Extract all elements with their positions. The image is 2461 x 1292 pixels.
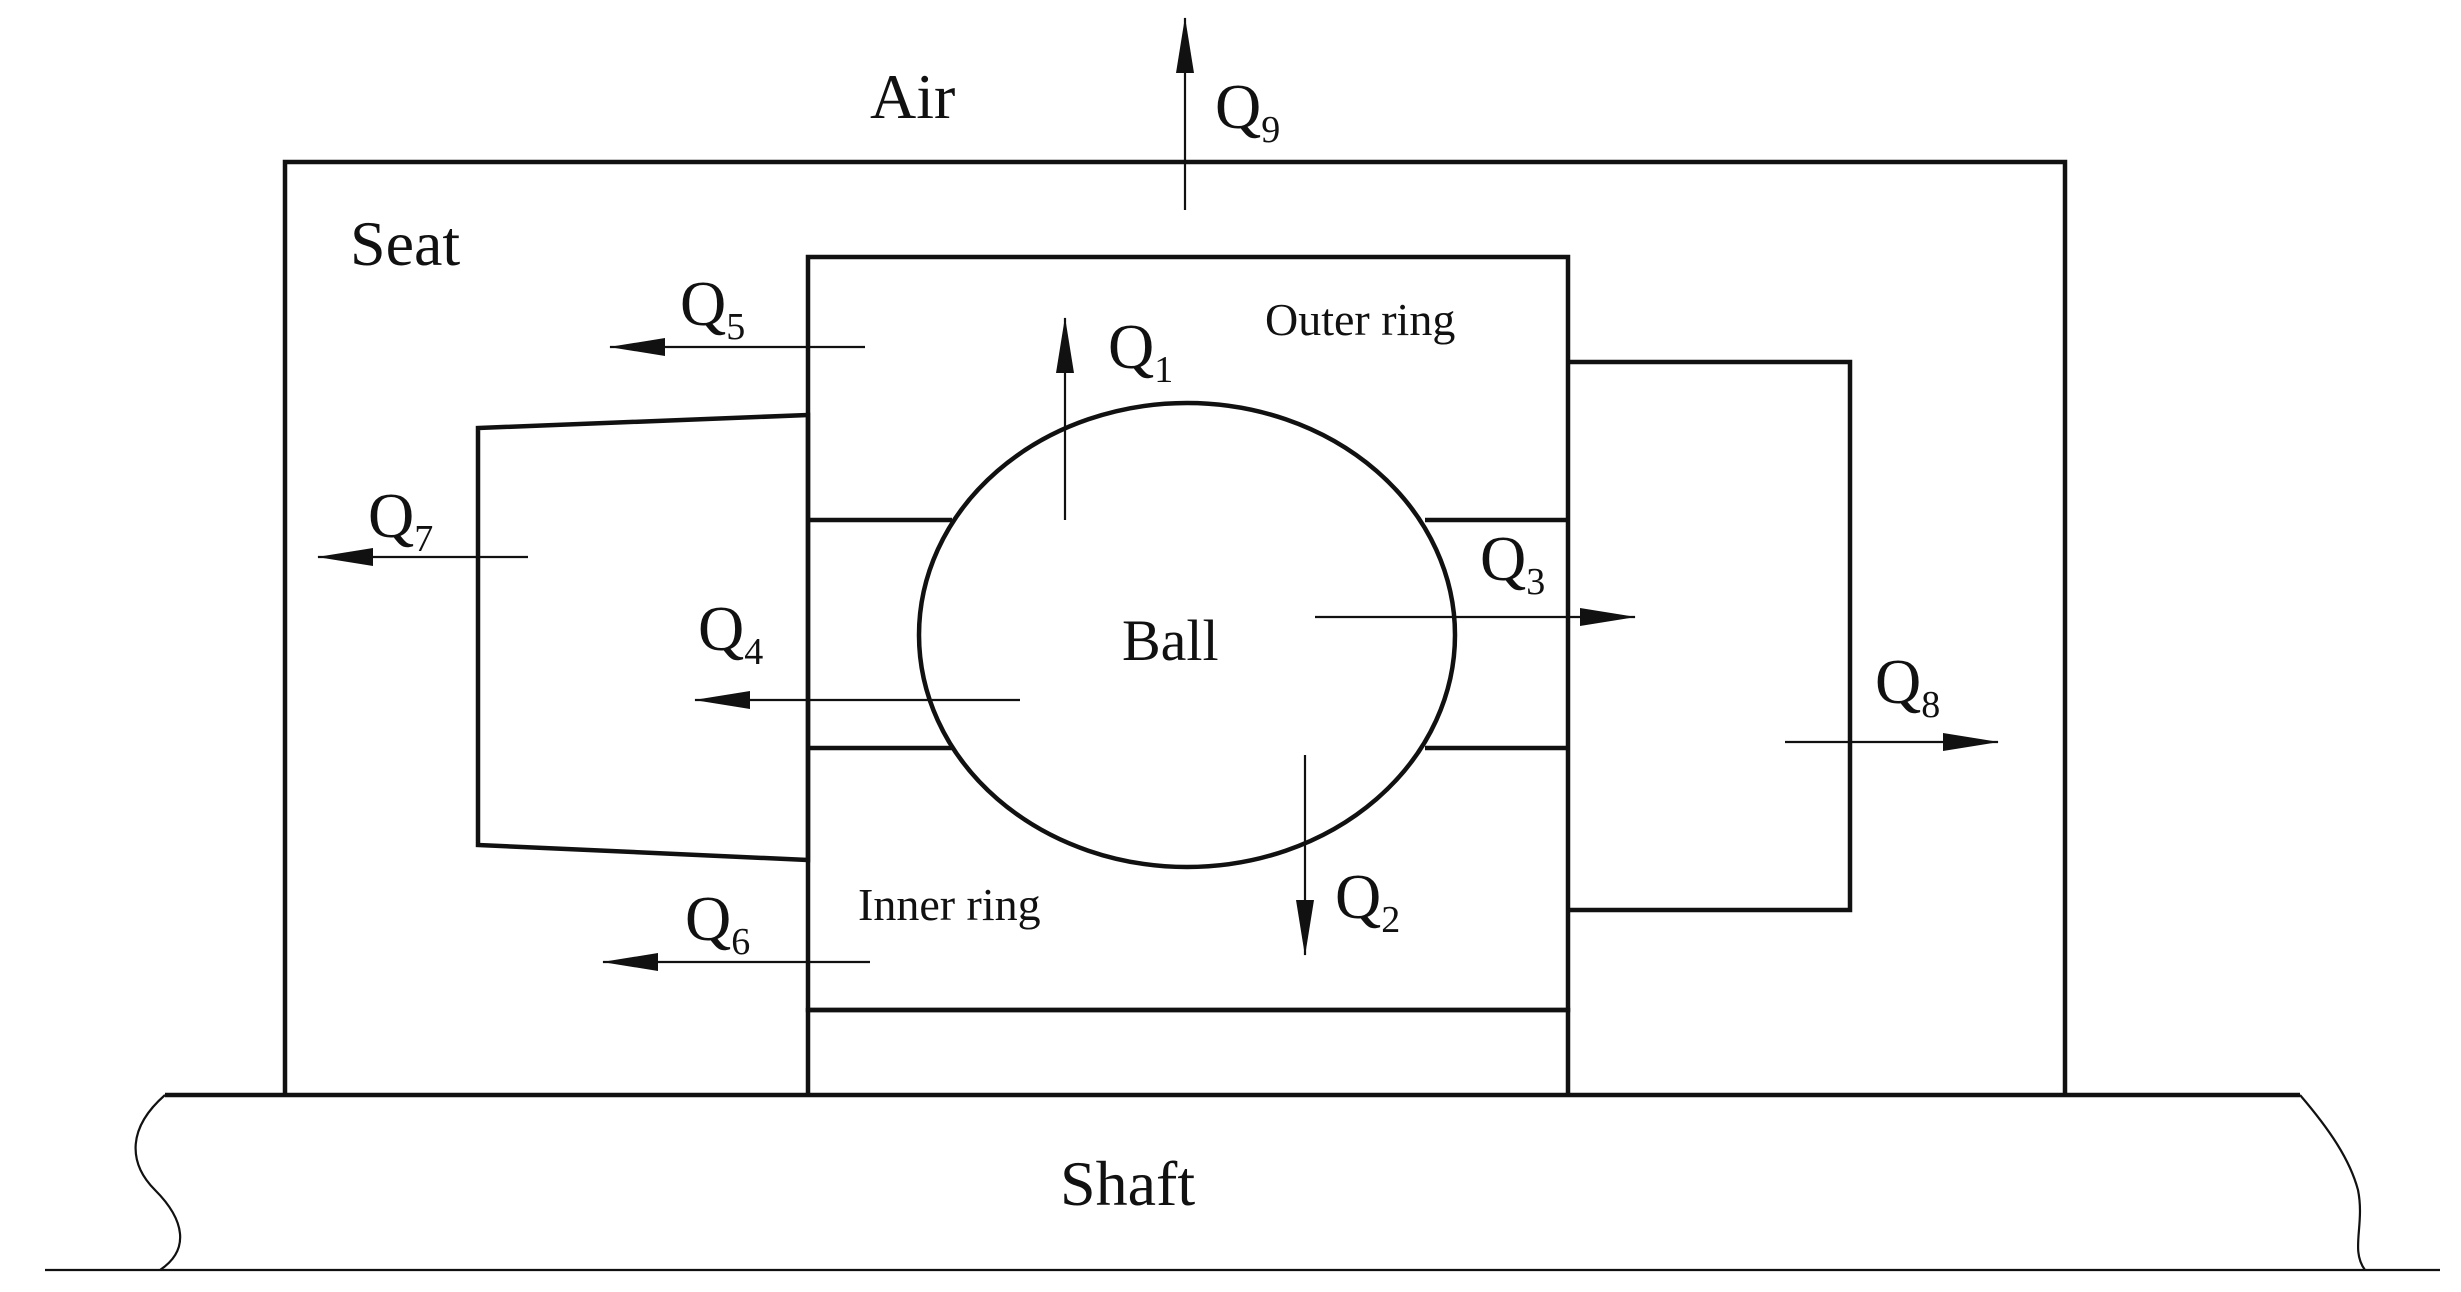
shaft-label: Shaft	[1060, 1148, 1195, 1219]
shaft-left-break	[134, 1094, 182, 1271]
q5-label: Q5	[680, 268, 745, 348]
q2-label: Q2	[1335, 861, 1400, 941]
shaft: Shaft	[45, 1092, 2440, 1272]
air-label: Air	[870, 61, 955, 132]
q9-label: Q9	[1215, 71, 1280, 151]
outer-ring-label: Outer ring	[1265, 294, 1455, 345]
q1-label: Q1	[1108, 311, 1173, 391]
q4-label: Q4	[698, 593, 763, 673]
right-end-cap	[1568, 359, 1853, 913]
seat-outline	[282, 159, 2068, 1095]
ball	[916, 400, 1458, 870]
q6-label: Q6	[685, 883, 750, 963]
seat-inner-step	[805, 1007, 1571, 1095]
ball-label: Ball	[1122, 608, 1219, 673]
left-end-cap	[475, 412, 811, 863]
inner-ring-label: Inner ring	[858, 879, 1041, 930]
shaft-right-break	[2299, 1094, 2366, 1271]
q8-label: Q8	[1875, 646, 1940, 726]
q3-label: Q3	[1480, 523, 1545, 603]
q7-label: Q7	[368, 480, 433, 560]
bearing: Ball Outer ring Inner ring	[805, 254, 1571, 1013]
seat: Seat	[282, 159, 2068, 1095]
seat-label: Seat	[350, 208, 460, 279]
